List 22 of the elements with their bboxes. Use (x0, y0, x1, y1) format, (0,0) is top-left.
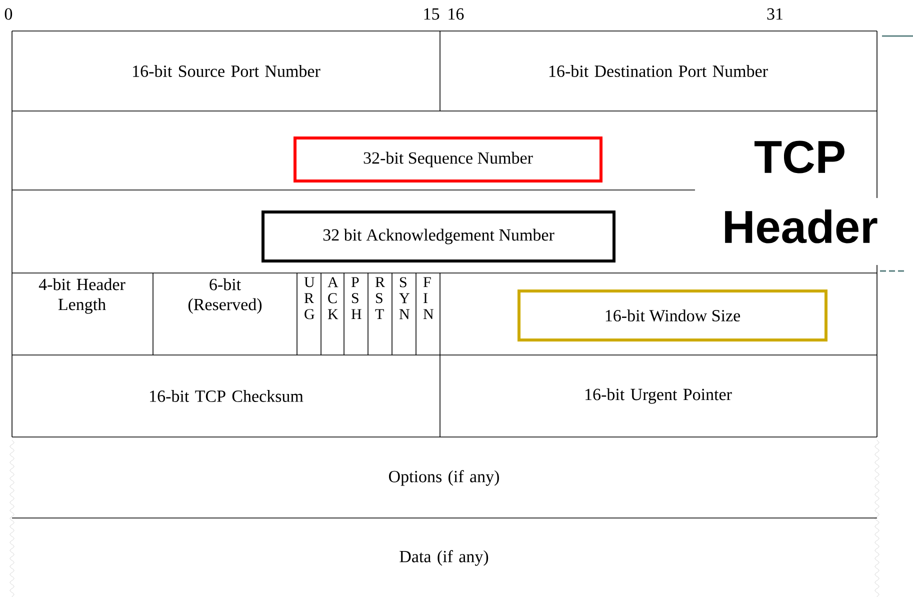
header-field: 16-bit Urgent Pointer (586, 388, 732, 404)
header-field: 16-bit Source Port Number (133, 65, 320, 77)
header-field: 6-bit (Reserved) (188, 278, 262, 314)
flag-field: F I N (423, 277, 434, 320)
bit-number: 0 (4, 8, 12, 20)
bit-number: 31 (767, 8, 782, 20)
header-field: Options (if any) (388, 470, 499, 486)
title: TCP Header (725, 140, 878, 244)
highlighted-field: 32 bit Acknowledgement Number (262, 210, 616, 262)
highlighted-field: 32-bit Sequence Number (294, 136, 602, 182)
header-field: 16-bit TCP Checksum (150, 390, 304, 402)
bit-number: 15 (424, 8, 440, 20)
flag-field: S Y N (399, 277, 410, 320)
flag-field: U R G (304, 277, 315, 320)
header-field: 16-bit Destination Port Number (549, 65, 768, 77)
flag-field: A C K (328, 277, 338, 320)
flag-field: R S T (375, 277, 385, 320)
highlighted-field: 16-bit Window Size (518, 290, 828, 342)
flag-field: P S H (351, 277, 362, 320)
bit-number: 16 (448, 8, 464, 20)
header-field: Data (if any) (400, 550, 488, 566)
header-field: 4-bit Header Length (38, 278, 126, 314)
